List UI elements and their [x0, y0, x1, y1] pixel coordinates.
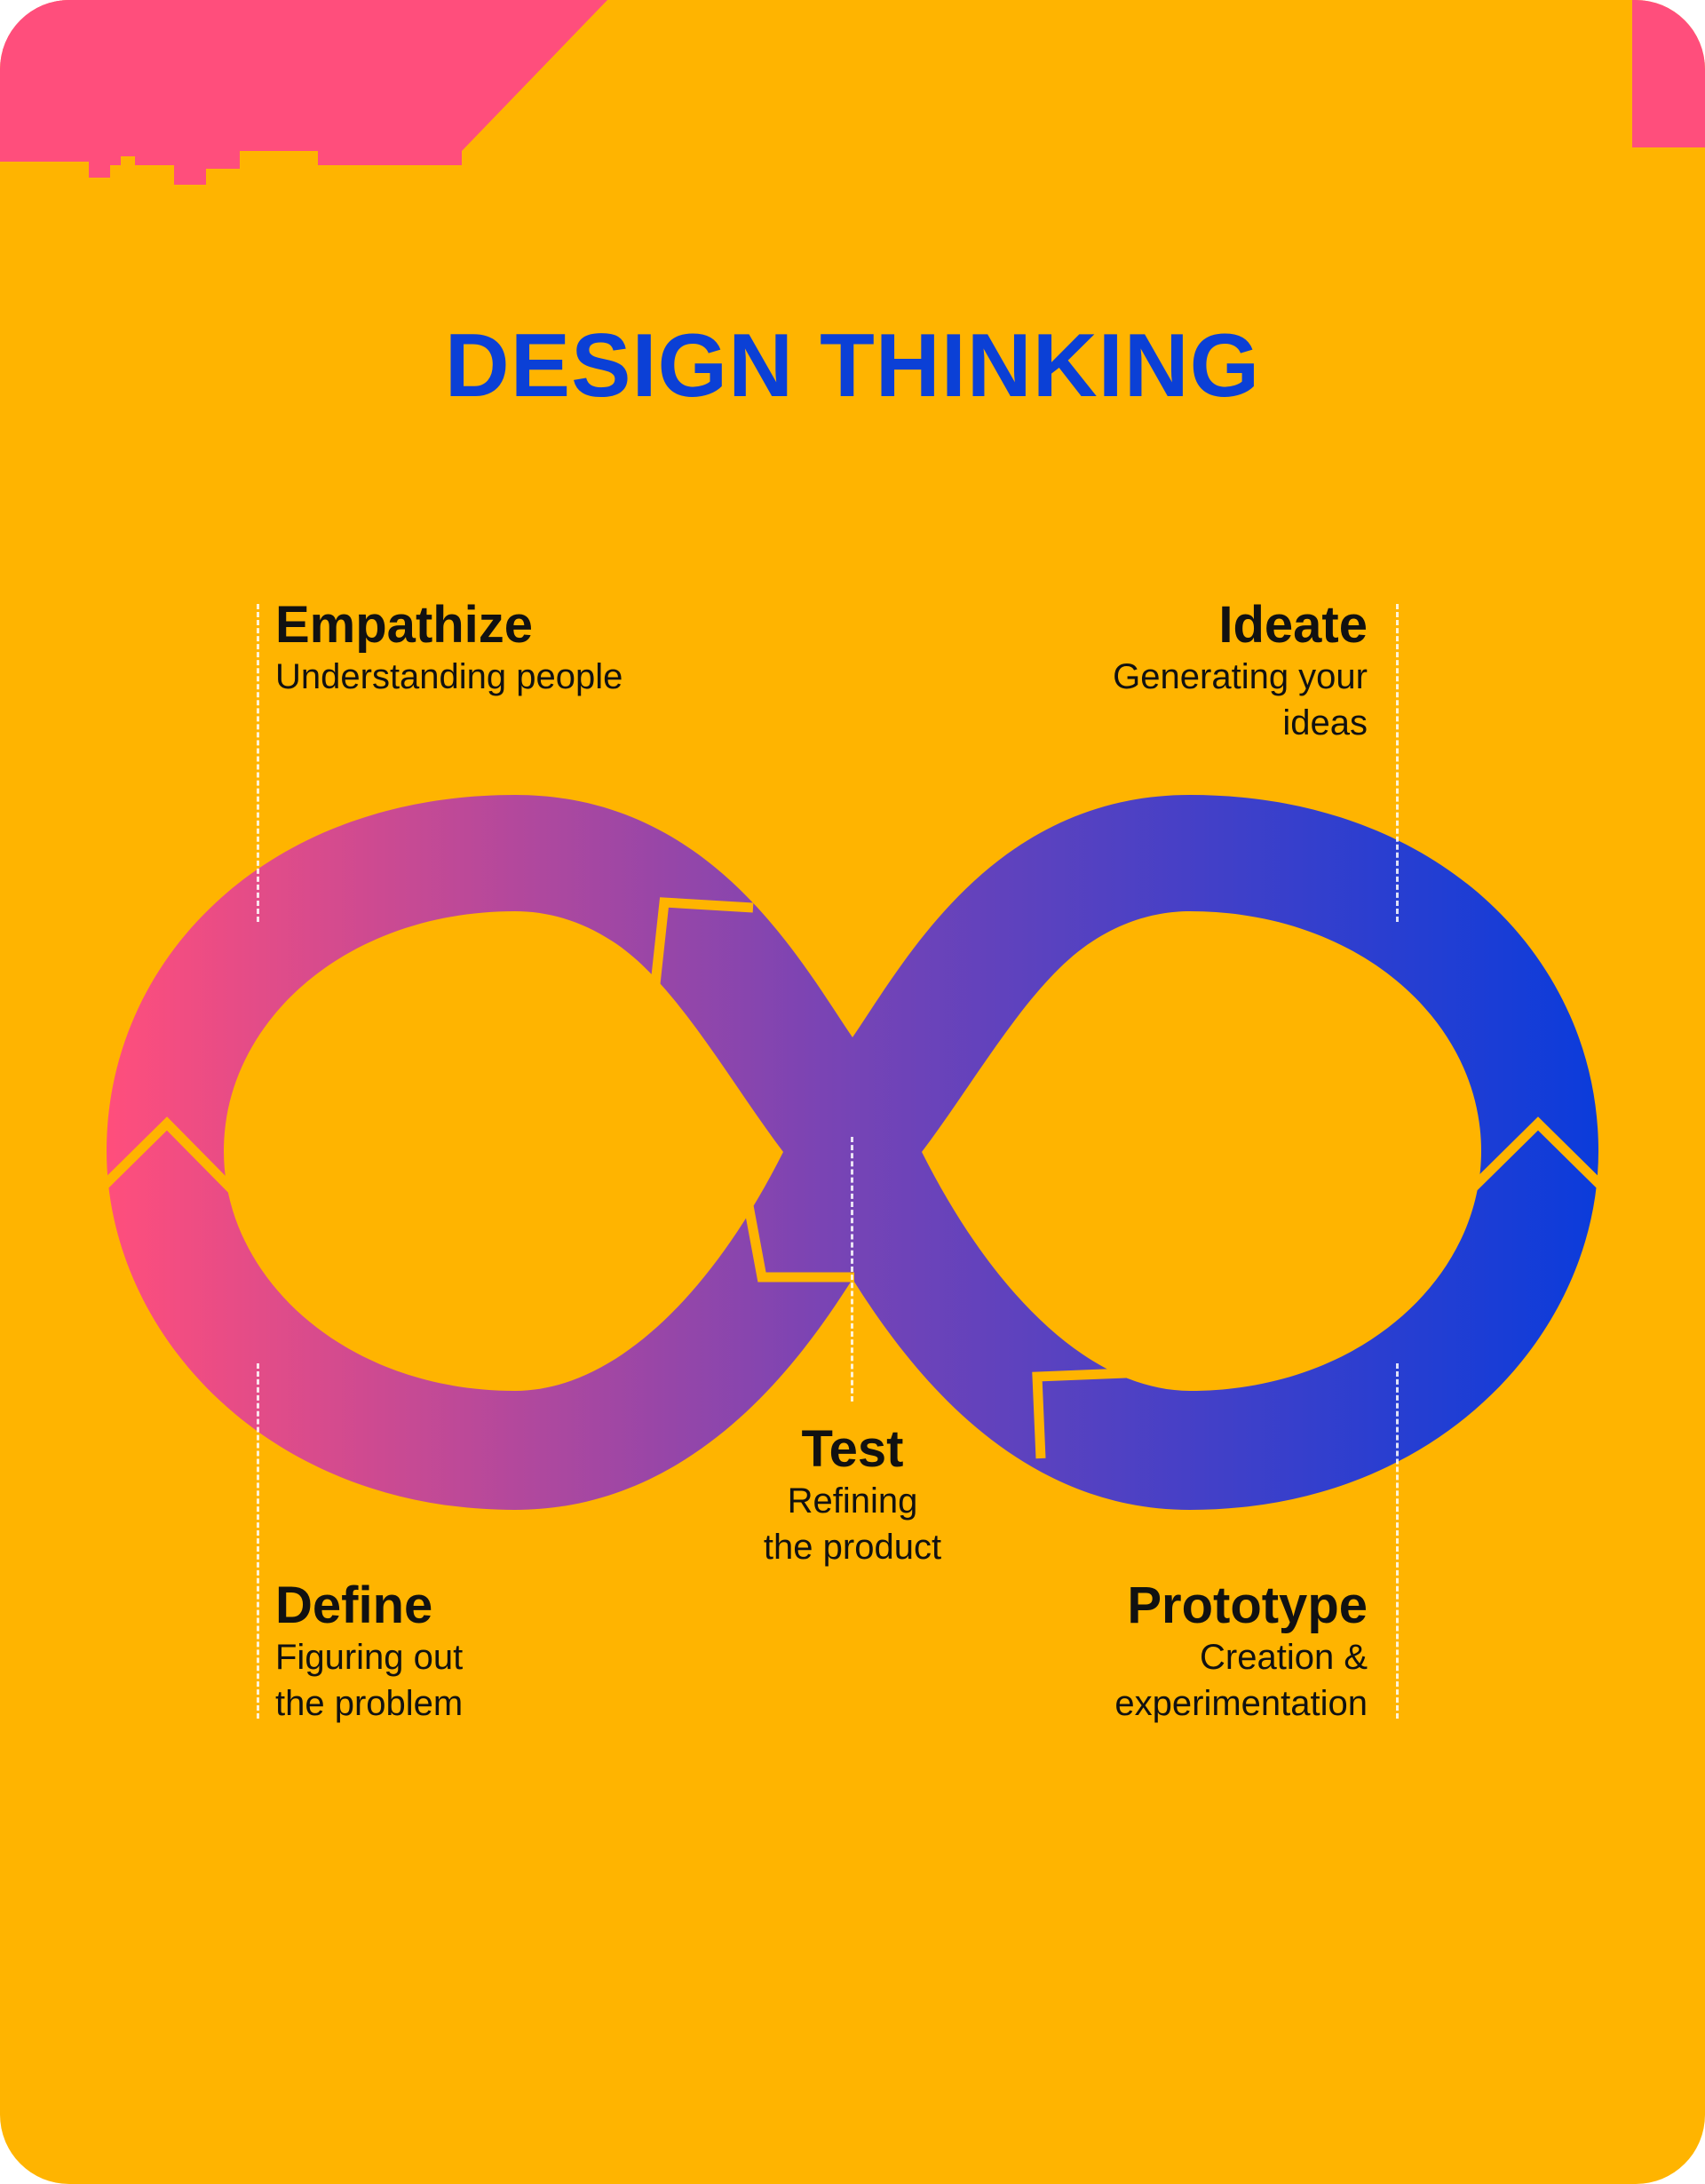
corner-block-top-right	[1632, 0, 1705, 147]
segment-arrow-ideate-prototype	[1467, 1116, 1609, 1194]
guide-line-test	[851, 1137, 853, 1402]
stage-name: Prototype	[1127, 1576, 1368, 1634]
stage-description: Figuring out the problem	[275, 1638, 464, 1723]
stage-name: Test	[801, 1420, 904, 1478]
stage-ideate: Ideate Generating your ideas	[924, 597, 1368, 746]
stage-test: Test Refining the product	[675, 1421, 1030, 1570]
stage-name: Ideate	[1218, 596, 1368, 654]
stage-description: Creation & experimentation	[1114, 1638, 1368, 1723]
segment-arrow-test-ideate	[650, 897, 754, 985]
pixel-blob-top-left	[0, 0, 607, 192]
stage-name: Empathize	[275, 596, 534, 654]
stage-description: Understanding people	[275, 657, 623, 696]
segment-arrow-empathize-define	[96, 1116, 236, 1194]
guide-line-prototype	[1396, 1363, 1399, 1719]
stage-prototype: Prototype Creation & experimentation	[924, 1577, 1368, 1727]
segment-arrow-define-test	[742, 1199, 854, 1283]
stage-empathize: Empathize Understanding people	[275, 597, 737, 700]
segment-arrow-prototype-test	[1032, 1368, 1127, 1459]
guide-line-empathize	[257, 604, 259, 922]
guide-line-ideate	[1396, 604, 1399, 922]
stage-name: Define	[275, 1576, 433, 1634]
page-title: DESIGN THINKING	[444, 316, 1261, 416]
pixel-blob-steps	[0, 0, 115, 50]
stage-description: Refining the product	[763, 1481, 942, 1567]
guide-line-define	[257, 1363, 259, 1719]
stage-define: Define Figuring out the problem	[275, 1577, 737, 1727]
stage-description: Generating your ideas	[1113, 657, 1368, 743]
